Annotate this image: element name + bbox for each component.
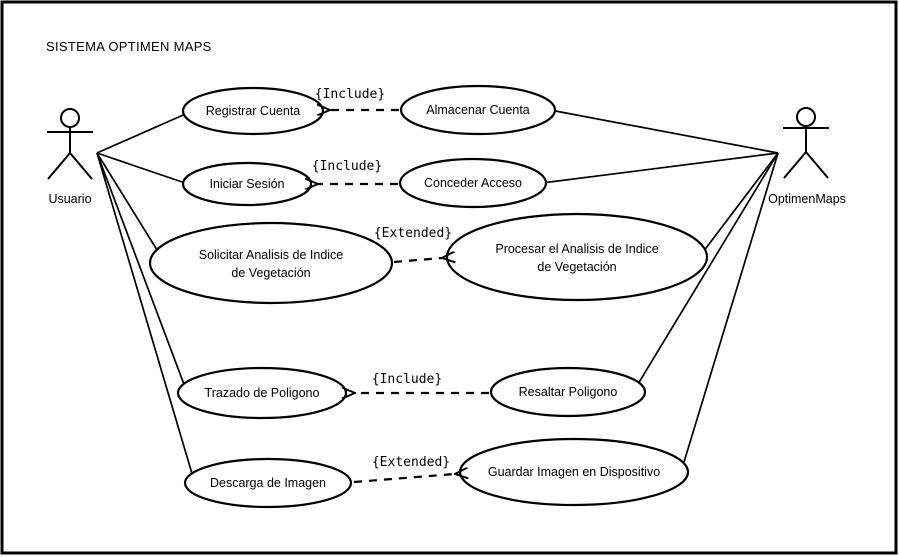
include-arrow-resaltar-trazado: {Include} [355, 372, 489, 393]
usecase-iniciar-sesion: Iniciar Sesión [181, 161, 313, 207]
actor-left-leg [783, 151, 807, 179]
include-arrow-conceder-iniciar: {Include} [312, 159, 398, 184]
stereotype-label: {Include} [312, 159, 382, 174]
usecase-label-line1: Solicitar Analisis de Indice [199, 248, 344, 262]
actor-label: OptimenMaps [768, 192, 846, 206]
extended-arrow-solicitar-procesar: {Extended} [374, 226, 452, 262]
usecase-ellipse [398, 157, 548, 209]
assoc-system-almacenar [549, 109, 779, 154]
stereotype-label: {Extended} [372, 455, 450, 470]
extended-arrow-descarga-guardar: {Extended} [353, 455, 455, 484]
usecase-label-line1: Procesar el Analisis de Indice [495, 242, 658, 256]
usecase-resaltar-poligono: Resaltar Poligono [489, 366, 647, 418]
assoc-usuario-solicitar [96, 152, 163, 259]
actor-head [796, 107, 816, 127]
usecase-label: Conceder Acceso [424, 176, 522, 190]
stereotype-label: {Extended} [374, 226, 452, 241]
assoc-usuario-registrar [96, 111, 191, 154]
actor-left-leg [47, 152, 71, 180]
include-arrow-almacenar-registrar: {Include} [315, 87, 399, 110]
actor-optimenmaps: OptimenMaps [768, 107, 846, 206]
usecase-descarga-imagen: Descarga de Imagen [183, 457, 353, 509]
stick-figure-icon [47, 108, 93, 180]
assoc-system-procesar [699, 152, 779, 257]
diagram-title: SISTEMA OPTIMEN MAPS [46, 39, 212, 54]
assoc-usuario-iniciar [96, 152, 189, 185]
usecase-procesar-analisis: Procesar el Analisis de Indice de Vegeta… [445, 212, 709, 302]
usecase-label-line2: de Vegetación [231, 266, 310, 280]
assoc-usuario-trazado [96, 152, 186, 388]
usecase-ellipse [183, 457, 353, 509]
dashed-arrow [393, 258, 442, 262]
actor-label: Usuario [48, 192, 91, 206]
usecase-label: Resaltar Poligono [519, 385, 618, 399]
usecase-conceder-acceso: Conceder Acceso [398, 157, 548, 209]
actor-usuario: Usuario [47, 108, 93, 206]
stick-figure-icon [783, 107, 829, 179]
associations-usuario [96, 111, 194, 478]
usecase-label: Trazado de Poligono [205, 386, 320, 400]
actor-head [60, 108, 80, 128]
usecase-ellipse [489, 366, 647, 418]
usecase-label: Iniciar Sesión [209, 177, 284, 191]
usecase-ellipse [445, 212, 709, 302]
usecase-label: Registrar Cuenta [206, 104, 301, 118]
usecase-trazado-poligono: Trazado de Poligono [176, 366, 348, 420]
usecase-ellipse [399, 84, 557, 136]
usecase-ellipse [148, 221, 394, 305]
assoc-system-guardar [683, 152, 779, 463]
usecase-label: Descarga de Imagen [210, 476, 326, 490]
usecase-almacenar-cuenta: Almacenar Cuenta [399, 84, 557, 136]
actor-right-leg [805, 151, 829, 179]
dashed-arrow [353, 474, 455, 484]
usecase-registrar-cuenta: Registrar Cuenta [181, 86, 325, 136]
usecase-label-line2: de Vegetación [537, 260, 616, 274]
assoc-system-resaltar [637, 152, 779, 385]
stereotype-label: {Include} [315, 87, 385, 102]
usecase-label: Almacenar Cuenta [426, 103, 530, 117]
usecase-solicitar-analisis: Solicitar Analisis de Indice de Vegetaci… [148, 221, 394, 305]
assoc-system-conceder [541, 152, 779, 184]
assoc-usuario-descarga [96, 152, 194, 478]
usecase-label: Guardar Imagen en Dispositivo [488, 465, 660, 479]
usecase-guardar-imagen: Guardar Imagen en Dispositivo [458, 437, 690, 507]
stereotype-label: {Include} [372, 372, 442, 387]
actor-right-leg [69, 152, 93, 180]
associations-optimenmaps [541, 109, 779, 463]
